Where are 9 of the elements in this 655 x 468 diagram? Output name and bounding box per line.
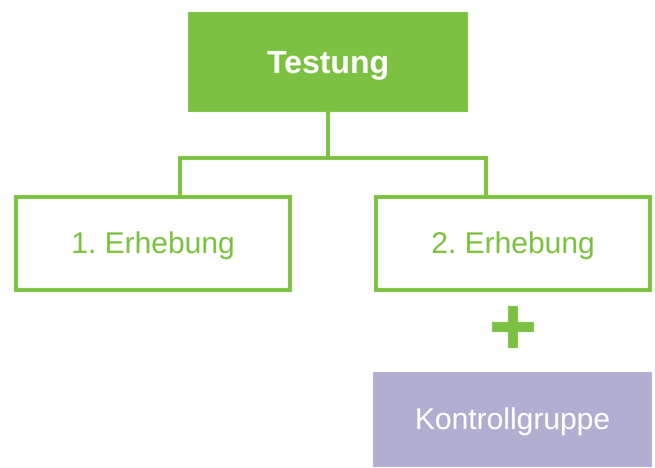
process-box bbox=[374, 195, 652, 292]
process-box bbox=[14, 195, 292, 292]
node-label: 2. Erhebung bbox=[431, 226, 595, 260]
node-label: Testung bbox=[266, 44, 390, 80]
connector-line bbox=[326, 112, 488, 195]
node-label: 1. Erhebung bbox=[71, 226, 235, 260]
node-label: Kontrollgruppe bbox=[414, 402, 610, 436]
group-box bbox=[373, 372, 652, 467]
title-box bbox=[188, 12, 468, 112]
